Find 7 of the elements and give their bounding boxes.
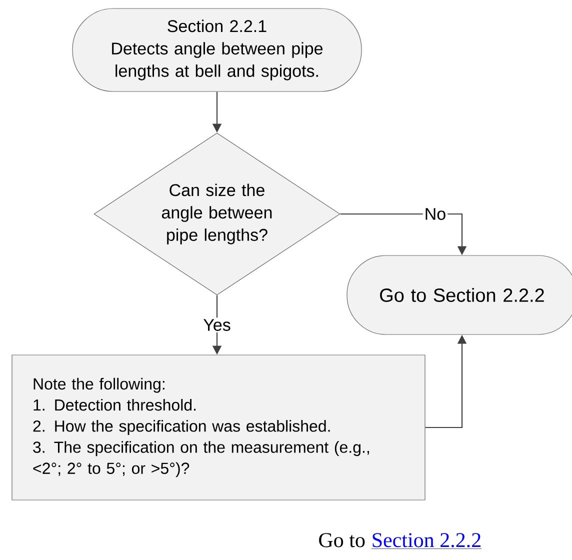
terminator-box: Section 2.2.1 Detects angle between pipe lengths at bell and spigots.	[72, 8, 362, 92]
terminator-box: Go to Section 2.2.2	[346, 255, 572, 335]
edge-label: Yes	[202, 318, 232, 332]
link: Section 2.2.2	[371, 533, 482, 549]
note-box: Note the following: 1. Detection threshold. 2. How the specification was established. 3. The specification on the measurement (e.g., <2°; 2° to 5°; or >5°)?	[12, 354, 426, 500]
edge-label: No	[422, 206, 448, 222]
text: Go to	[319, 533, 365, 548]
